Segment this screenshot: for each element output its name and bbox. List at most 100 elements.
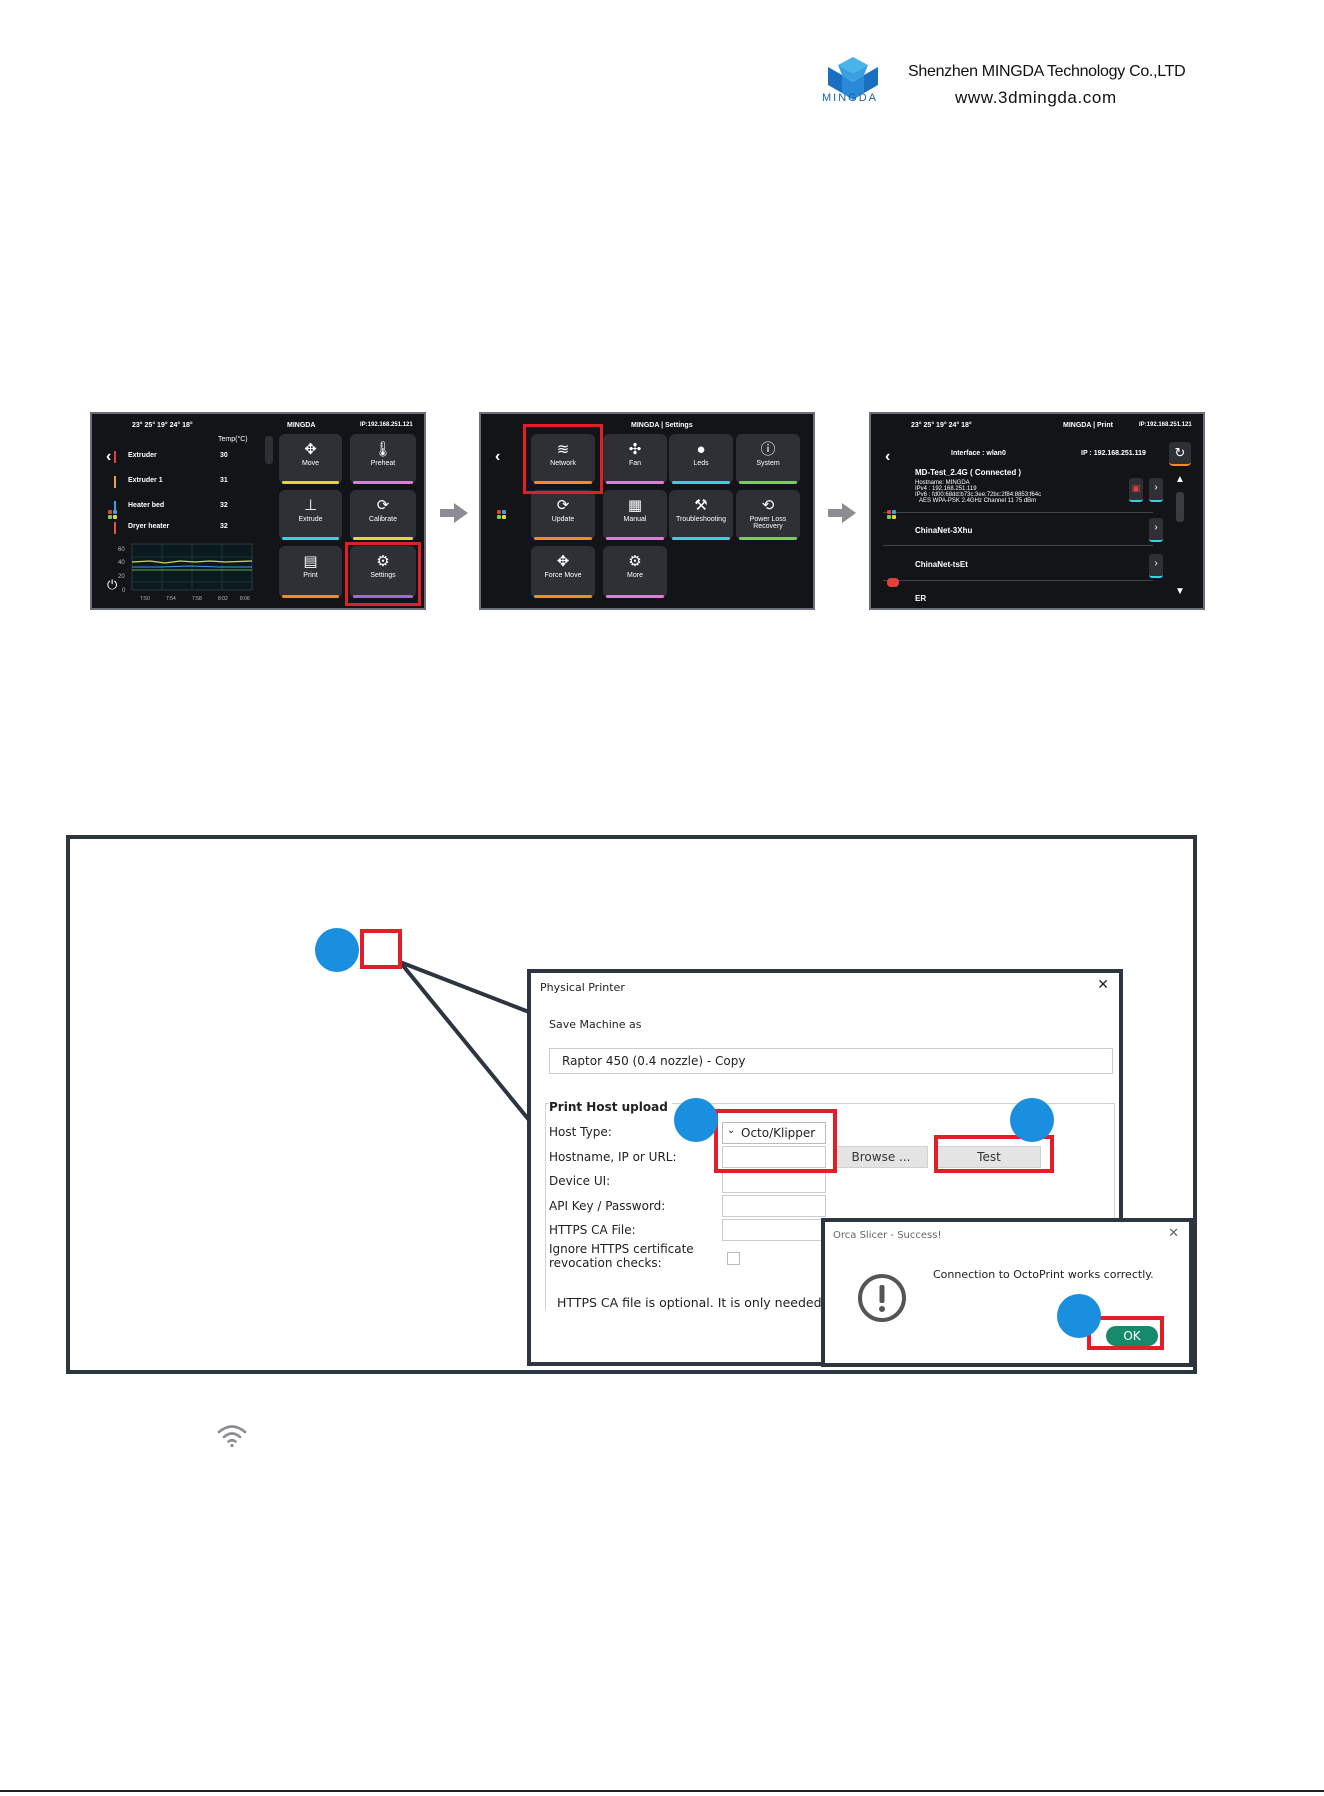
tile-label: Calibrate (368, 516, 397, 523)
tile-move[interactable]: ✥Move (279, 434, 342, 484)
tile-network[interactable]: ≋Network (531, 434, 595, 484)
back-arrow-icon[interactable]: ‹ (495, 448, 501, 465)
tile-accent-bar (353, 481, 413, 484)
tile-label: Troubleshooting (676, 516, 726, 523)
hostname-label: Hostname, IP or URL: (549, 1150, 677, 1164)
scroll-up-icon[interactable]: ▲ (1175, 474, 1185, 485)
host-type-select[interactable]: ⌄ Octo/Klipper (722, 1122, 826, 1144)
tile-accent-bar (282, 481, 339, 484)
fan-icon: ✣ (628, 441, 642, 458)
chevron-right-icon[interactable]: › (1149, 554, 1163, 578)
tile-leds[interactable]: ●Leds (669, 434, 733, 484)
test-button[interactable]: Test (937, 1146, 1041, 1168)
machine-name-value: Raptor 450 (0.4 nozzle) - Copy (562, 1054, 746, 1068)
print-host-group (545, 1103, 1115, 1310)
tile-label: Extrude (298, 516, 323, 523)
wifi-network-item[interactable]: ChinaNet-tsEt (915, 560, 968, 569)
tile-calibrate[interactable]: ⟳Calibrate (350, 490, 416, 540)
tile-label: Print (303, 572, 318, 579)
close-icon[interactable]: ✕ (1097, 977, 1109, 993)
network-details: Hostname: MINGDA IPv4 : 192.168.251.119 … (915, 480, 1041, 504)
ignore-https-checkbox[interactable] (727, 1252, 740, 1265)
heater-color-mark (114, 476, 116, 488)
tile-print[interactable]: ▤Print (279, 546, 342, 598)
warning-icon (858, 1274, 906, 1322)
scrollbar[interactable] (1176, 492, 1184, 522)
tile-accent-bar (739, 481, 797, 484)
company-name: Shenzhen MINGDA Technology Co.,LTD (908, 63, 1186, 80)
chevron-right-icon[interactable]: › (1149, 518, 1163, 542)
book-icon: ▦ (627, 497, 643, 514)
refresh-icon: ⟳ (556, 497, 570, 514)
info-icon: ⓘ (760, 441, 776, 458)
chevron-right-icon[interactable]: › (1149, 478, 1163, 502)
power-icon[interactable]: ⏻ (107, 577, 118, 592)
tile-accent-bar (353, 595, 413, 598)
tile-label: Power Loss Recovery (749, 516, 787, 530)
tile-force-move[interactable]: ✥Force Move (531, 546, 595, 598)
save-as-label: Save Machine as (549, 1018, 642, 1031)
heater-color-mark (114, 501, 116, 513)
scroll-down-icon[interactable]: ▼ (1175, 586, 1185, 597)
heater-color-mark (114, 451, 116, 463)
device-ui-input[interactable] (722, 1171, 826, 1193)
tile-power-loss-recovery[interactable]: ⟲ Power Loss Recovery (736, 490, 800, 540)
https-ca-input[interactable] (722, 1219, 826, 1241)
tile-extrude[interactable]: ⊥Extrude (279, 490, 342, 540)
connected-network[interactable]: MD-Test_2.4G ( Connected ) (915, 468, 1022, 477)
machine-name-input[interactable]: Raptor 450 (0.4 nozzle) - Copy (549, 1048, 1113, 1074)
temperature-status-bar: 23° 25° 19° 24° 18° (132, 422, 193, 429)
screen-title: MINGDA | Print (1063, 422, 1113, 429)
tile-label: Fan (628, 460, 642, 467)
apps-grid-icon[interactable] (108, 510, 118, 520)
tile-accent-bar (534, 595, 592, 598)
step-marker-4 (1057, 1294, 1101, 1338)
alert-icon[interactable] (887, 578, 899, 587)
delete-icon[interactable]: ▣ (1129, 478, 1143, 502)
recovery-icon: ⟲ (761, 497, 775, 514)
tile-label: Manual (623, 516, 647, 523)
apps-grid-icon[interactable] (497, 510, 507, 520)
wifi-network-item[interactable]: ChinaNet-3Xhu (915, 526, 973, 535)
tile-settings[interactable]: ⚙Settings (350, 546, 416, 598)
refresh-icon[interactable]: ↻ (1169, 442, 1191, 466)
api-key-input[interactable] (722, 1195, 826, 1217)
y-tick: 40 (118, 560, 125, 566)
host-fields-highlight (714, 1109, 837, 1173)
tile-update[interactable]: ⟳Update (531, 490, 595, 540)
divider (883, 545, 1153, 546)
gears-icon: ⚙ (376, 553, 390, 570)
tile-manual[interactable]: ▦ Manual (603, 490, 667, 540)
browse-button[interactable]: Browse ... (834, 1146, 928, 1168)
tile-troubleshooting[interactable]: ⚒Troubleshooting (669, 490, 733, 540)
tile-accent-bar (282, 595, 339, 598)
close-icon[interactable]: ✕ (1168, 1226, 1179, 1241)
hostname-input[interactable] (722, 1146, 826, 1168)
step-marker-2 (674, 1098, 718, 1142)
heater-name: Dryer heater (128, 523, 170, 530)
printer-network-screen: 23° 25° 19° 24° 18° MINGDA | Print IP:19… (869, 412, 1205, 610)
tile-fan[interactable]: ✣ Fan (603, 434, 667, 484)
tile-label: Leds (693, 460, 709, 467)
settings-highlight (345, 542, 421, 606)
scrollbar[interactable] (265, 436, 273, 464)
ok-button[interactable]: OK (1106, 1326, 1158, 1346)
ignore-label-line1: Ignore HTTPS certificate (549, 1242, 694, 1256)
ca-file-note: HTTPS CA file is optional. It is only ne… (557, 1295, 829, 1310)
tile-more[interactable]: ⚙More (603, 546, 667, 598)
https-ca-label: HTTPS CA File: (549, 1223, 636, 1237)
ip-label: IP:192.168.251.121 (360, 422, 413, 428)
host-type-value: Octo/Klipper (741, 1126, 816, 1140)
heater-value: 32 (220, 523, 228, 530)
apps-grid-icon[interactable] (887, 510, 897, 520)
y-tick: 60 (118, 547, 125, 553)
ipv6-detail: IPv6 : fd00:68dd:b73c:3ee:72bc:2f84:8853… (915, 492, 1042, 498)
tile-preheat[interactable]: 🌡Preheat (350, 434, 416, 484)
tile-label: Preheat (370, 460, 396, 467)
back-arrow-icon[interactable]: ‹ (885, 448, 891, 465)
back-arrow-icon[interactable]: ‹ (106, 448, 112, 465)
company-website[interactable]: www.3dmingda.com (955, 88, 1117, 107)
logo-text: MINGDA (822, 92, 878, 104)
wifi-network-item[interactable]: ER (915, 594, 927, 603)
